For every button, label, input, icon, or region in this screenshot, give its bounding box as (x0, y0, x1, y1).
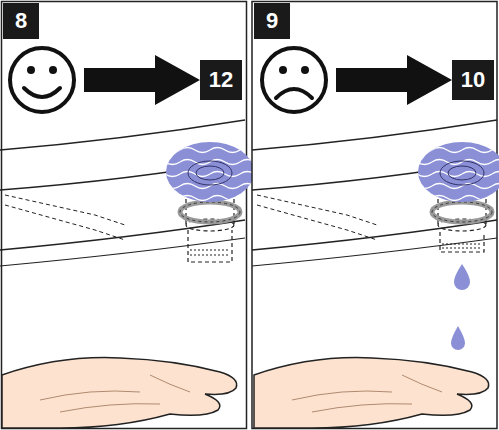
step-number: 8 (3, 3, 39, 39)
step-number-text: 8 (15, 10, 27, 32)
step-number-text: 12 (209, 69, 233, 91)
step-number-text: 10 (461, 69, 485, 91)
step-number-text: 9 (266, 10, 278, 32)
step-number: 10 (452, 60, 494, 100)
step-number: 12 (200, 60, 242, 100)
step-number: 9 (254, 3, 290, 39)
